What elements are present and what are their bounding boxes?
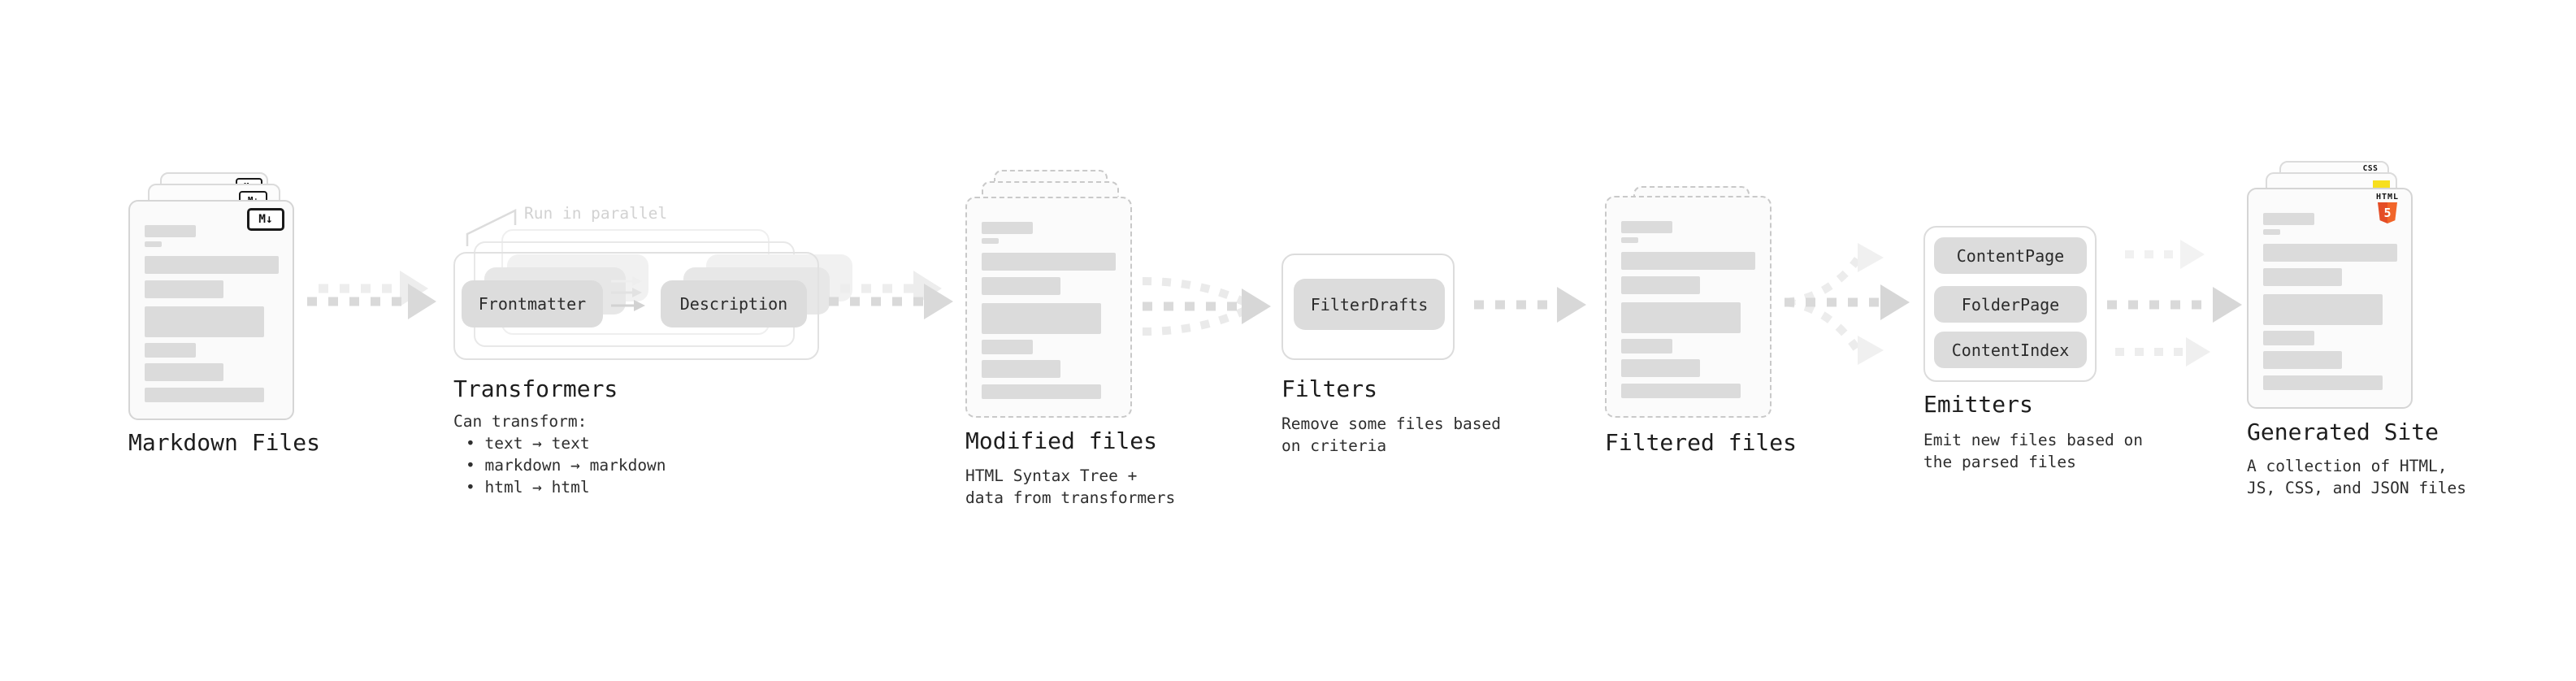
transformers-description: Can transform: • text → text • markdown … (453, 410, 666, 498)
contentindex-pill: ContentIndex (1934, 332, 2087, 368)
placeholder-bar (2263, 351, 2342, 369)
transformers-bullet: • html → html (466, 478, 590, 497)
arrow-transformers-to-modified (829, 271, 953, 319)
transformer-step-arrows (611, 276, 645, 311)
emitters-description: Emit new files based on the parsed files (1923, 429, 2143, 473)
transformers-label: Transformers (453, 375, 618, 402)
modified-files-label: Modified files (965, 427, 1158, 454)
filters-container: FilterDrafts (1281, 254, 1455, 360)
markdown-files-label: Markdown Files (128, 429, 321, 456)
html5-number: 5 (2383, 205, 2392, 220)
html5-shield: 5 (2378, 202, 2397, 223)
placeholder-bar (2263, 294, 2383, 325)
placeholder-bar (982, 277, 1060, 295)
placeholder-bar (982, 303, 1101, 334)
placeholder-bar (145, 241, 162, 247)
placeholder-bar (145, 363, 223, 381)
generated-desc-line: A collection of HTML, (2247, 457, 2448, 475)
placeholder-bar (1621, 252, 1755, 270)
markdown-file-card: M↓ (128, 200, 294, 420)
modified-desc-line: data from transformers (965, 488, 1176, 507)
run-in-parallel-note: Run in parallel (524, 204, 668, 223)
placeholder-bar (2263, 331, 2314, 345)
placeholder-bar (1621, 384, 1741, 398)
filterdrafts-pill: FilterDrafts (1294, 279, 1445, 330)
placeholder-bar (145, 306, 264, 337)
modified-files-description: HTML Syntax Tree + data from transformer… (965, 465, 1175, 509)
markdown-logo-icon: M↓ (247, 208, 284, 231)
placeholder-bar (982, 384, 1101, 399)
placeholder-bar (2263, 244, 2397, 262)
placeholder-bar (2263, 213, 2314, 225)
placeholder-bar (145, 388, 264, 402)
placeholder-bar (145, 225, 196, 237)
placeholder-bar (145, 256, 279, 274)
contentpage-pill: ContentPage (1934, 237, 2087, 274)
transformers-bullet: • text → text (466, 434, 590, 453)
html5-logo-text: HTML (2375, 193, 2400, 202)
html5-logo-icon: HTML 5 (2373, 193, 2402, 223)
emitters-desc-line: the parsed files (1923, 453, 2076, 471)
placeholder-bar (982, 253, 1116, 271)
arrow-markdown-to-transformers (307, 271, 436, 319)
placeholder-bar (2263, 229, 2280, 235)
filters-description: Remove some files based on criteria (1281, 413, 1501, 457)
placeholder-bar (1621, 276, 1700, 294)
placeholder-bar (1621, 302, 1741, 333)
placeholder-bar (982, 222, 1033, 234)
frontmatter-pill: Frontmatter (462, 280, 603, 327)
placeholder-bar (1621, 237, 1638, 243)
css-logo-text: CSS (2362, 164, 2379, 173)
modified-file-card (965, 197, 1132, 418)
placeholder-bar (145, 343, 196, 358)
arrow-filtered-to-emitters (1785, 243, 1910, 365)
filters-desc-line: on criteria (1281, 436, 1387, 455)
emitters-container: ContentPage FolderPage ContentIndex (1923, 226, 2097, 382)
placeholder-bar (982, 238, 999, 244)
filters-desc-line: Remove some files based (1281, 414, 1502, 433)
emitters-desc-line: Emit new files based on (1923, 431, 2144, 449)
placeholder-bar (145, 280, 223, 298)
description-pill: Description (661, 280, 807, 327)
filters-label: Filters (1281, 375, 1378, 402)
emitters-label: Emitters (1923, 391, 2033, 418)
folderpage-pill: FolderPage (1934, 286, 2087, 323)
placeholder-bar (1621, 221, 1672, 233)
placeholder-bar (982, 360, 1060, 378)
generated-html-file-card: HTML 5 (2247, 188, 2413, 409)
modified-desc-line: HTML Syntax Tree + (965, 466, 1138, 485)
transformer-layer-front (453, 252, 819, 360)
transformers-bullet: • markdown → markdown (466, 456, 666, 475)
arrow-emitters-to-generated (2107, 240, 2242, 367)
generated-desc-line: JS, CSS, and JSON files (2247, 479, 2467, 497)
placeholder-bar (982, 340, 1033, 354)
placeholder-bar (1621, 359, 1700, 377)
arrow-modified-to-filters (1142, 277, 1271, 336)
generated-site-label: Generated Site (2247, 419, 2439, 445)
filtered-files-label: Filtered files (1605, 429, 1798, 456)
transformers-desc-title: Can transform: (453, 412, 588, 431)
run-in-parallel-leader-line (466, 208, 517, 246)
generated-site-description: A collection of HTML, JS, CSS, and JSON … (2247, 455, 2466, 499)
placeholder-bar (2263, 268, 2342, 286)
placeholder-bar (2263, 375, 2383, 390)
arrow-filters-to-filtered (1474, 287, 1586, 323)
filtered-file-card (1605, 196, 1772, 418)
placeholder-bar (1621, 339, 1672, 354)
